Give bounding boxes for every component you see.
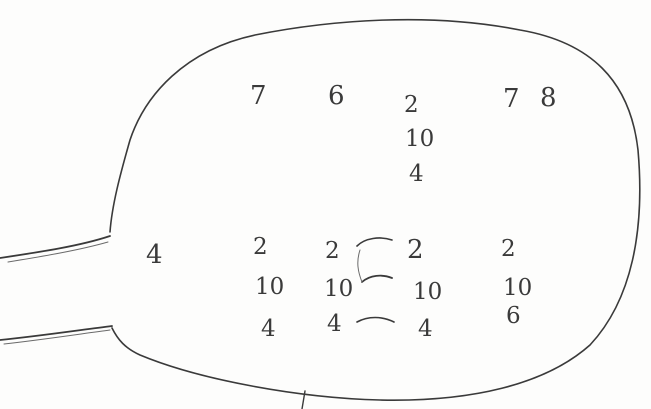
stack2-top: 2 bbox=[325, 240, 340, 263]
stack1-middle: 10 bbox=[255, 276, 284, 299]
top-number-b: 6 bbox=[328, 83, 345, 109]
handle-top-edge-double bbox=[8, 242, 108, 262]
stack1-bottom: 4 bbox=[261, 318, 276, 341]
handle-top-edge bbox=[0, 236, 110, 258]
bottom-single-number: 4 bbox=[146, 242, 163, 268]
stack3-top: 2 bbox=[407, 237, 424, 263]
top-stack-bottom: 4 bbox=[409, 163, 424, 186]
top-number-d: 7 bbox=[503, 86, 520, 112]
top-number-a: 7 bbox=[250, 83, 267, 109]
stack3-middle: 10 bbox=[413, 281, 442, 304]
stack1-top: 2 bbox=[253, 236, 268, 259]
top-stack-top: 2 bbox=[404, 94, 419, 117]
stack2-middle: 10 bbox=[324, 278, 353, 301]
stack4-top: 2 bbox=[501, 238, 516, 261]
bracket-mark-top bbox=[357, 238, 392, 246]
top-stack-middle: 10 bbox=[405, 128, 434, 151]
stack2-bottom: 4 bbox=[327, 313, 342, 336]
bracket-mark-bottom bbox=[357, 318, 394, 323]
stack3-bottom: 4 bbox=[418, 318, 433, 341]
stack4-bottom: 6 bbox=[506, 305, 521, 328]
stack4-middle: 10 bbox=[503, 277, 532, 300]
bracket-mark-left bbox=[358, 250, 362, 282]
bracket-mark-middle bbox=[362, 276, 392, 282]
paddle-outline bbox=[110, 20, 640, 400]
top-number-e: 8 bbox=[540, 85, 557, 111]
